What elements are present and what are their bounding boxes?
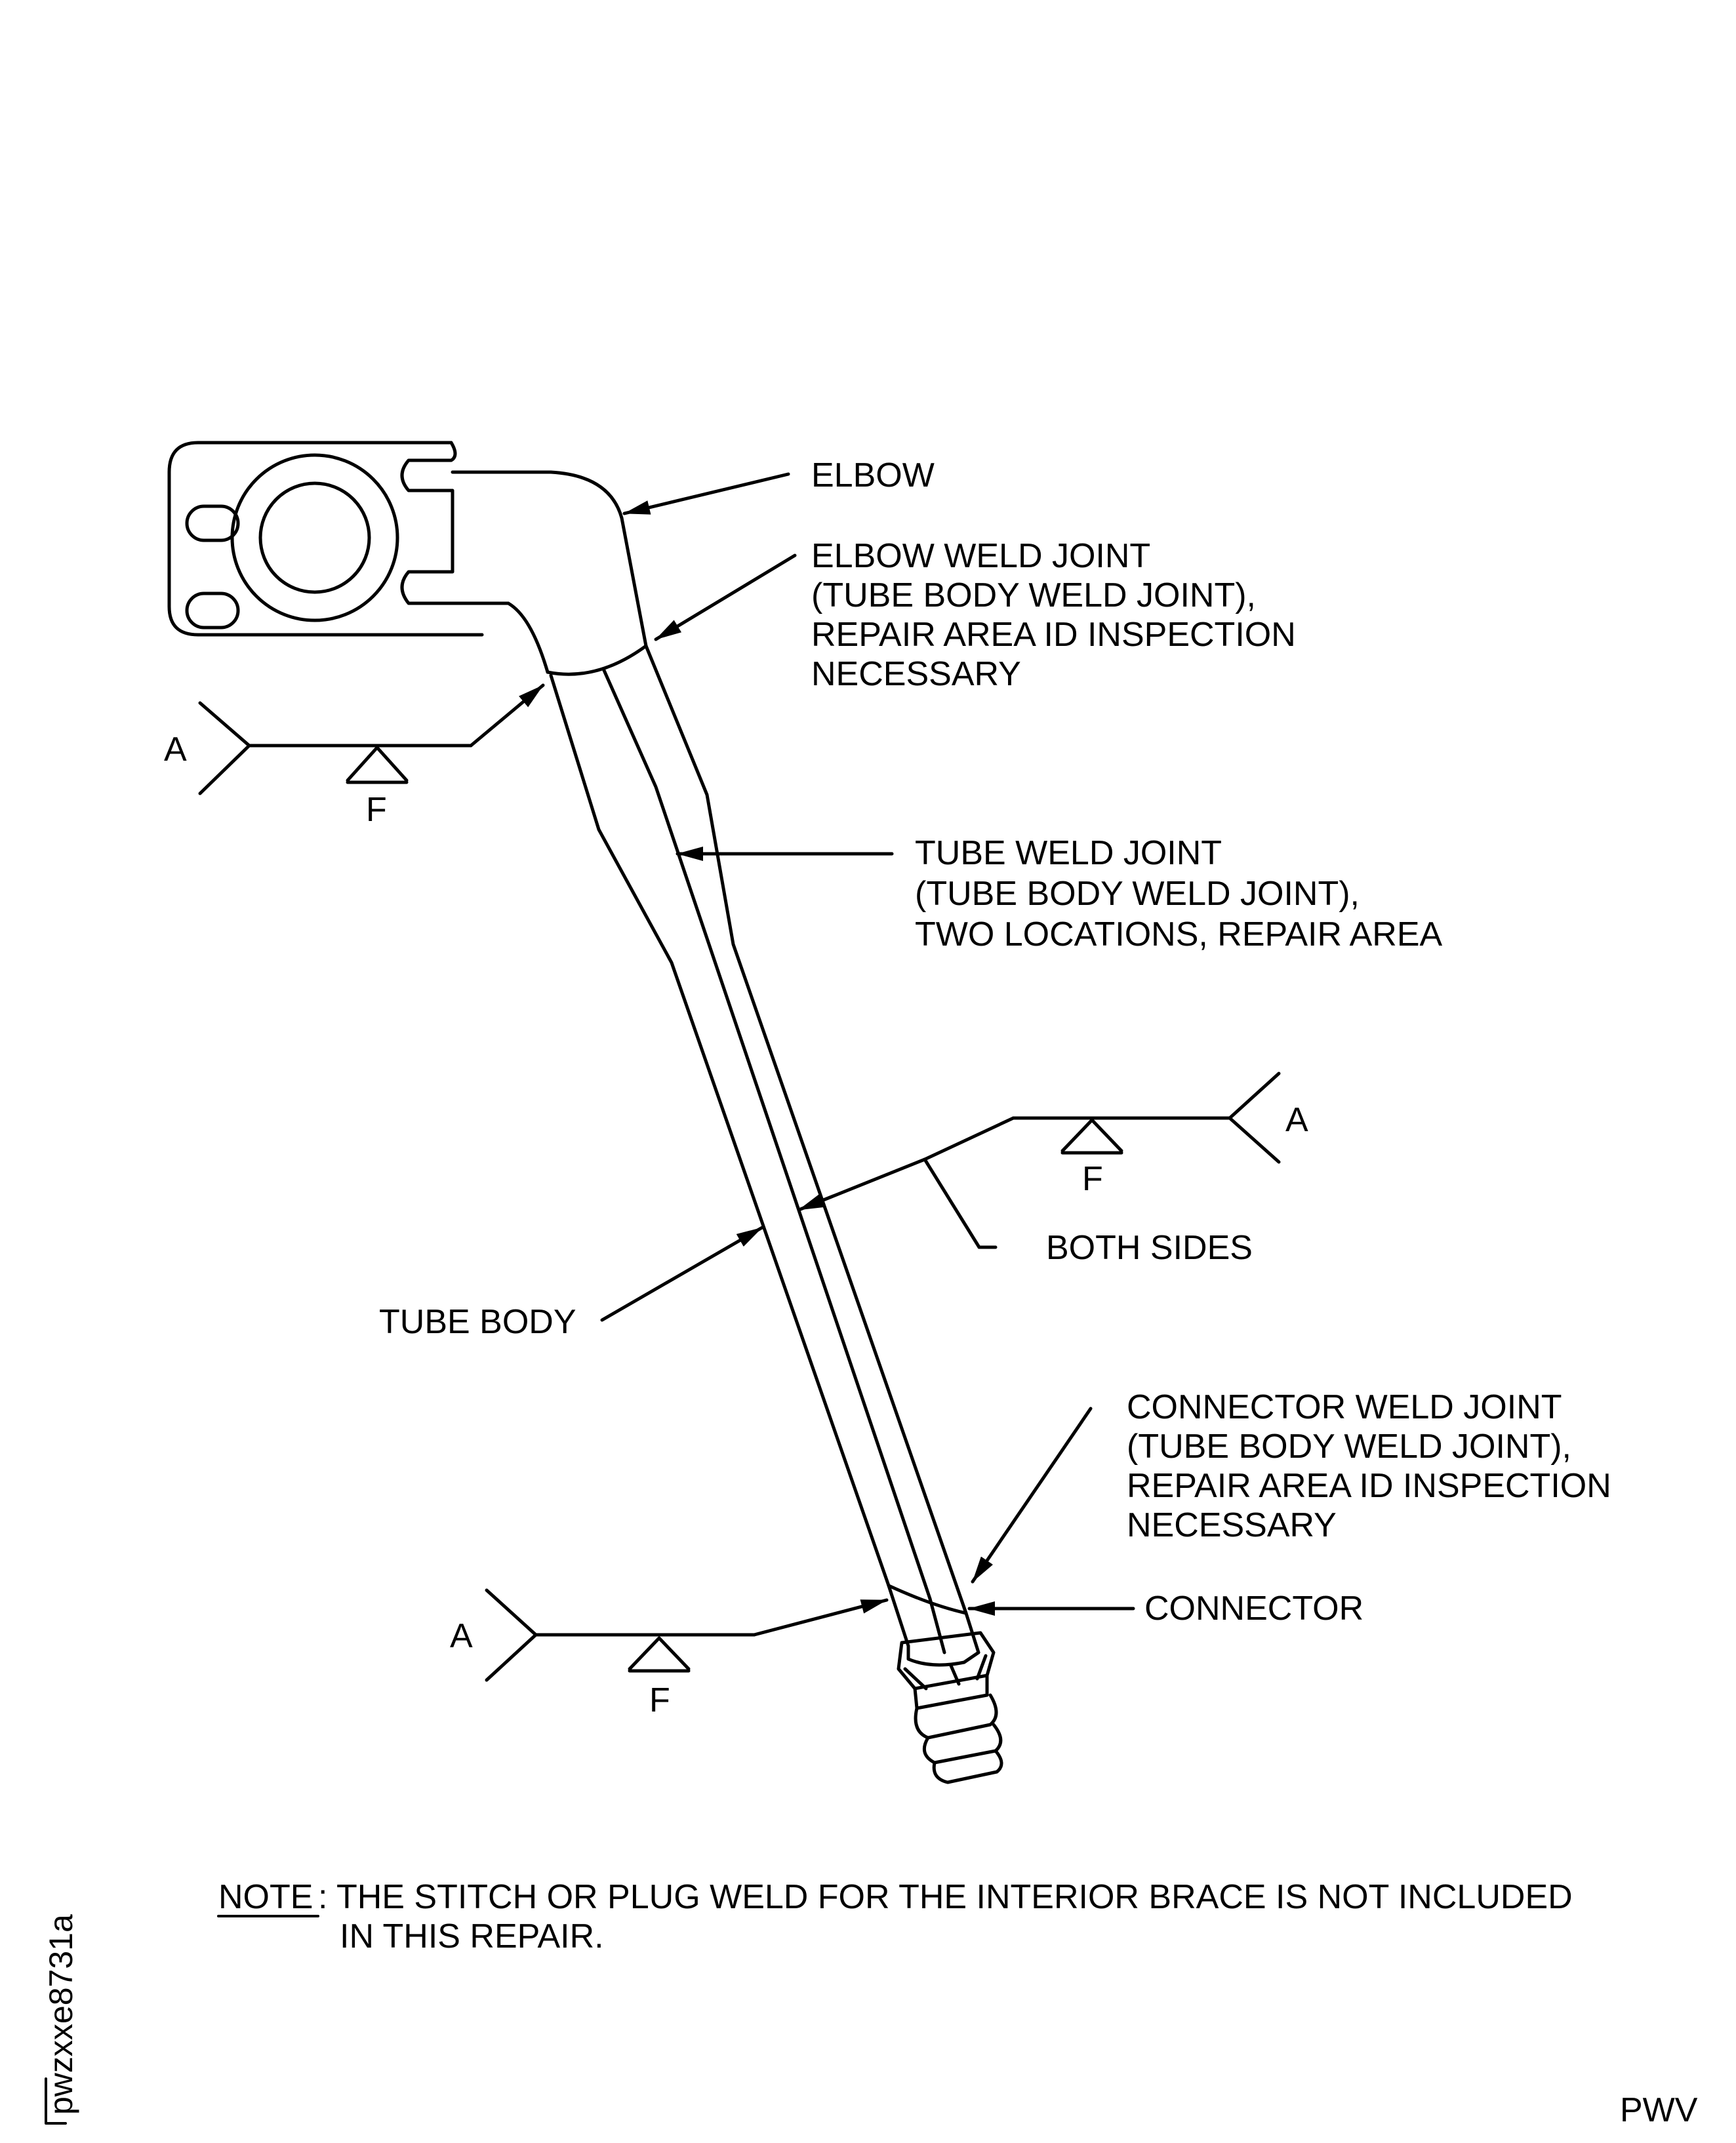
- label-elbow: ELBOW: [811, 456, 935, 494]
- label-connector-weld-joint: CONNECTOR WELD JOINT (TUBE BODY WELD JOI…: [1127, 1388, 1611, 1544]
- note-keyword: NOTE: [218, 1878, 313, 1916]
- label-tube-weld-joint: TUBE WELD JOINT (TUBE BODY WELD JOINT), …: [915, 834, 1443, 953]
- label-tube-weld-line-2: (TUBE BODY WELD JOINT),: [915, 875, 1360, 913]
- label-tube-weld-line-1: TUBE WELD JOINT: [915, 834, 1222, 872]
- weld-tail-letter-top: A: [164, 731, 187, 769]
- weld-symbol-letter-bottom: F: [649, 1681, 670, 1719]
- leader-lines: [600, 472, 1135, 1616]
- label-tube-weld-line-3: TWO LOCATIONS, REPAIR AREA: [915, 915, 1443, 953]
- note-line-2: IN THIS REPAIR.: [340, 1917, 604, 1955]
- label-connector-weld-line-2: (TUBE BODY WELD JOINT),: [1127, 1428, 1571, 1466]
- flange-drawing: [167, 441, 648, 676]
- label-elbow-weld-line-2: (TUBE BODY WELD JOINT),: [811, 576, 1256, 614]
- weld-tail-letter-bottom: A: [450, 1617, 473, 1655]
- label-elbow-weld-joint: ELBOW WELD JOINT (TUBE BODY WELD JOINT),…: [811, 537, 1296, 693]
- label-connector-weld-line-3: REPAIR AREA ID INSPECTION: [1127, 1467, 1611, 1505]
- label-elbow-weld-line-1: ELBOW WELD JOINT: [811, 537, 1150, 575]
- weld-tail-letter-middle: A: [1285, 1101, 1308, 1139]
- label-connector-weld-line-4: NECESSARY: [1127, 1506, 1337, 1544]
- label-connector: CONNECTOR: [1144, 1590, 1363, 1628]
- note-line-1: : THE STITCH OR PLUG WELD FOR THE INTERI…: [318, 1878, 1573, 1916]
- connector-nut-drawing: [897, 1631, 1003, 1784]
- figure-id-text: pwzxxe8731a: [43, 1914, 79, 2115]
- label-both-sides: BOTH SIDES: [1046, 1229, 1253, 1267]
- weld-symbol-bottom: [485, 1588, 889, 1682]
- label-elbow-weld-line-3: REPAIR AREA ID INSPECTION: [811, 616, 1296, 654]
- weld-symbol-top: [198, 683, 545, 795]
- note-block: NOTE : THE STITCH OR PLUG WELD FOR THE I…: [217, 1878, 1573, 1955]
- figure-id: pwzxxe8731a: [43, 1914, 79, 2125]
- label-tube-body: TUBE BODY: [379, 1303, 576, 1341]
- tube-body-drawing: [549, 644, 980, 1667]
- weld-symbol-middle: [797, 1072, 1281, 1212]
- label-elbow-weld-line-4: NECESSARY: [811, 655, 1021, 693]
- weld-symbol-letter-top: F: [366, 791, 387, 829]
- footer-code: PWV: [1620, 2091, 1698, 2129]
- label-connector-weld-line-1: CONNECTOR WELD JOINT: [1127, 1388, 1562, 1426]
- weld-symbol-letter-middle: F: [1082, 1160, 1103, 1198]
